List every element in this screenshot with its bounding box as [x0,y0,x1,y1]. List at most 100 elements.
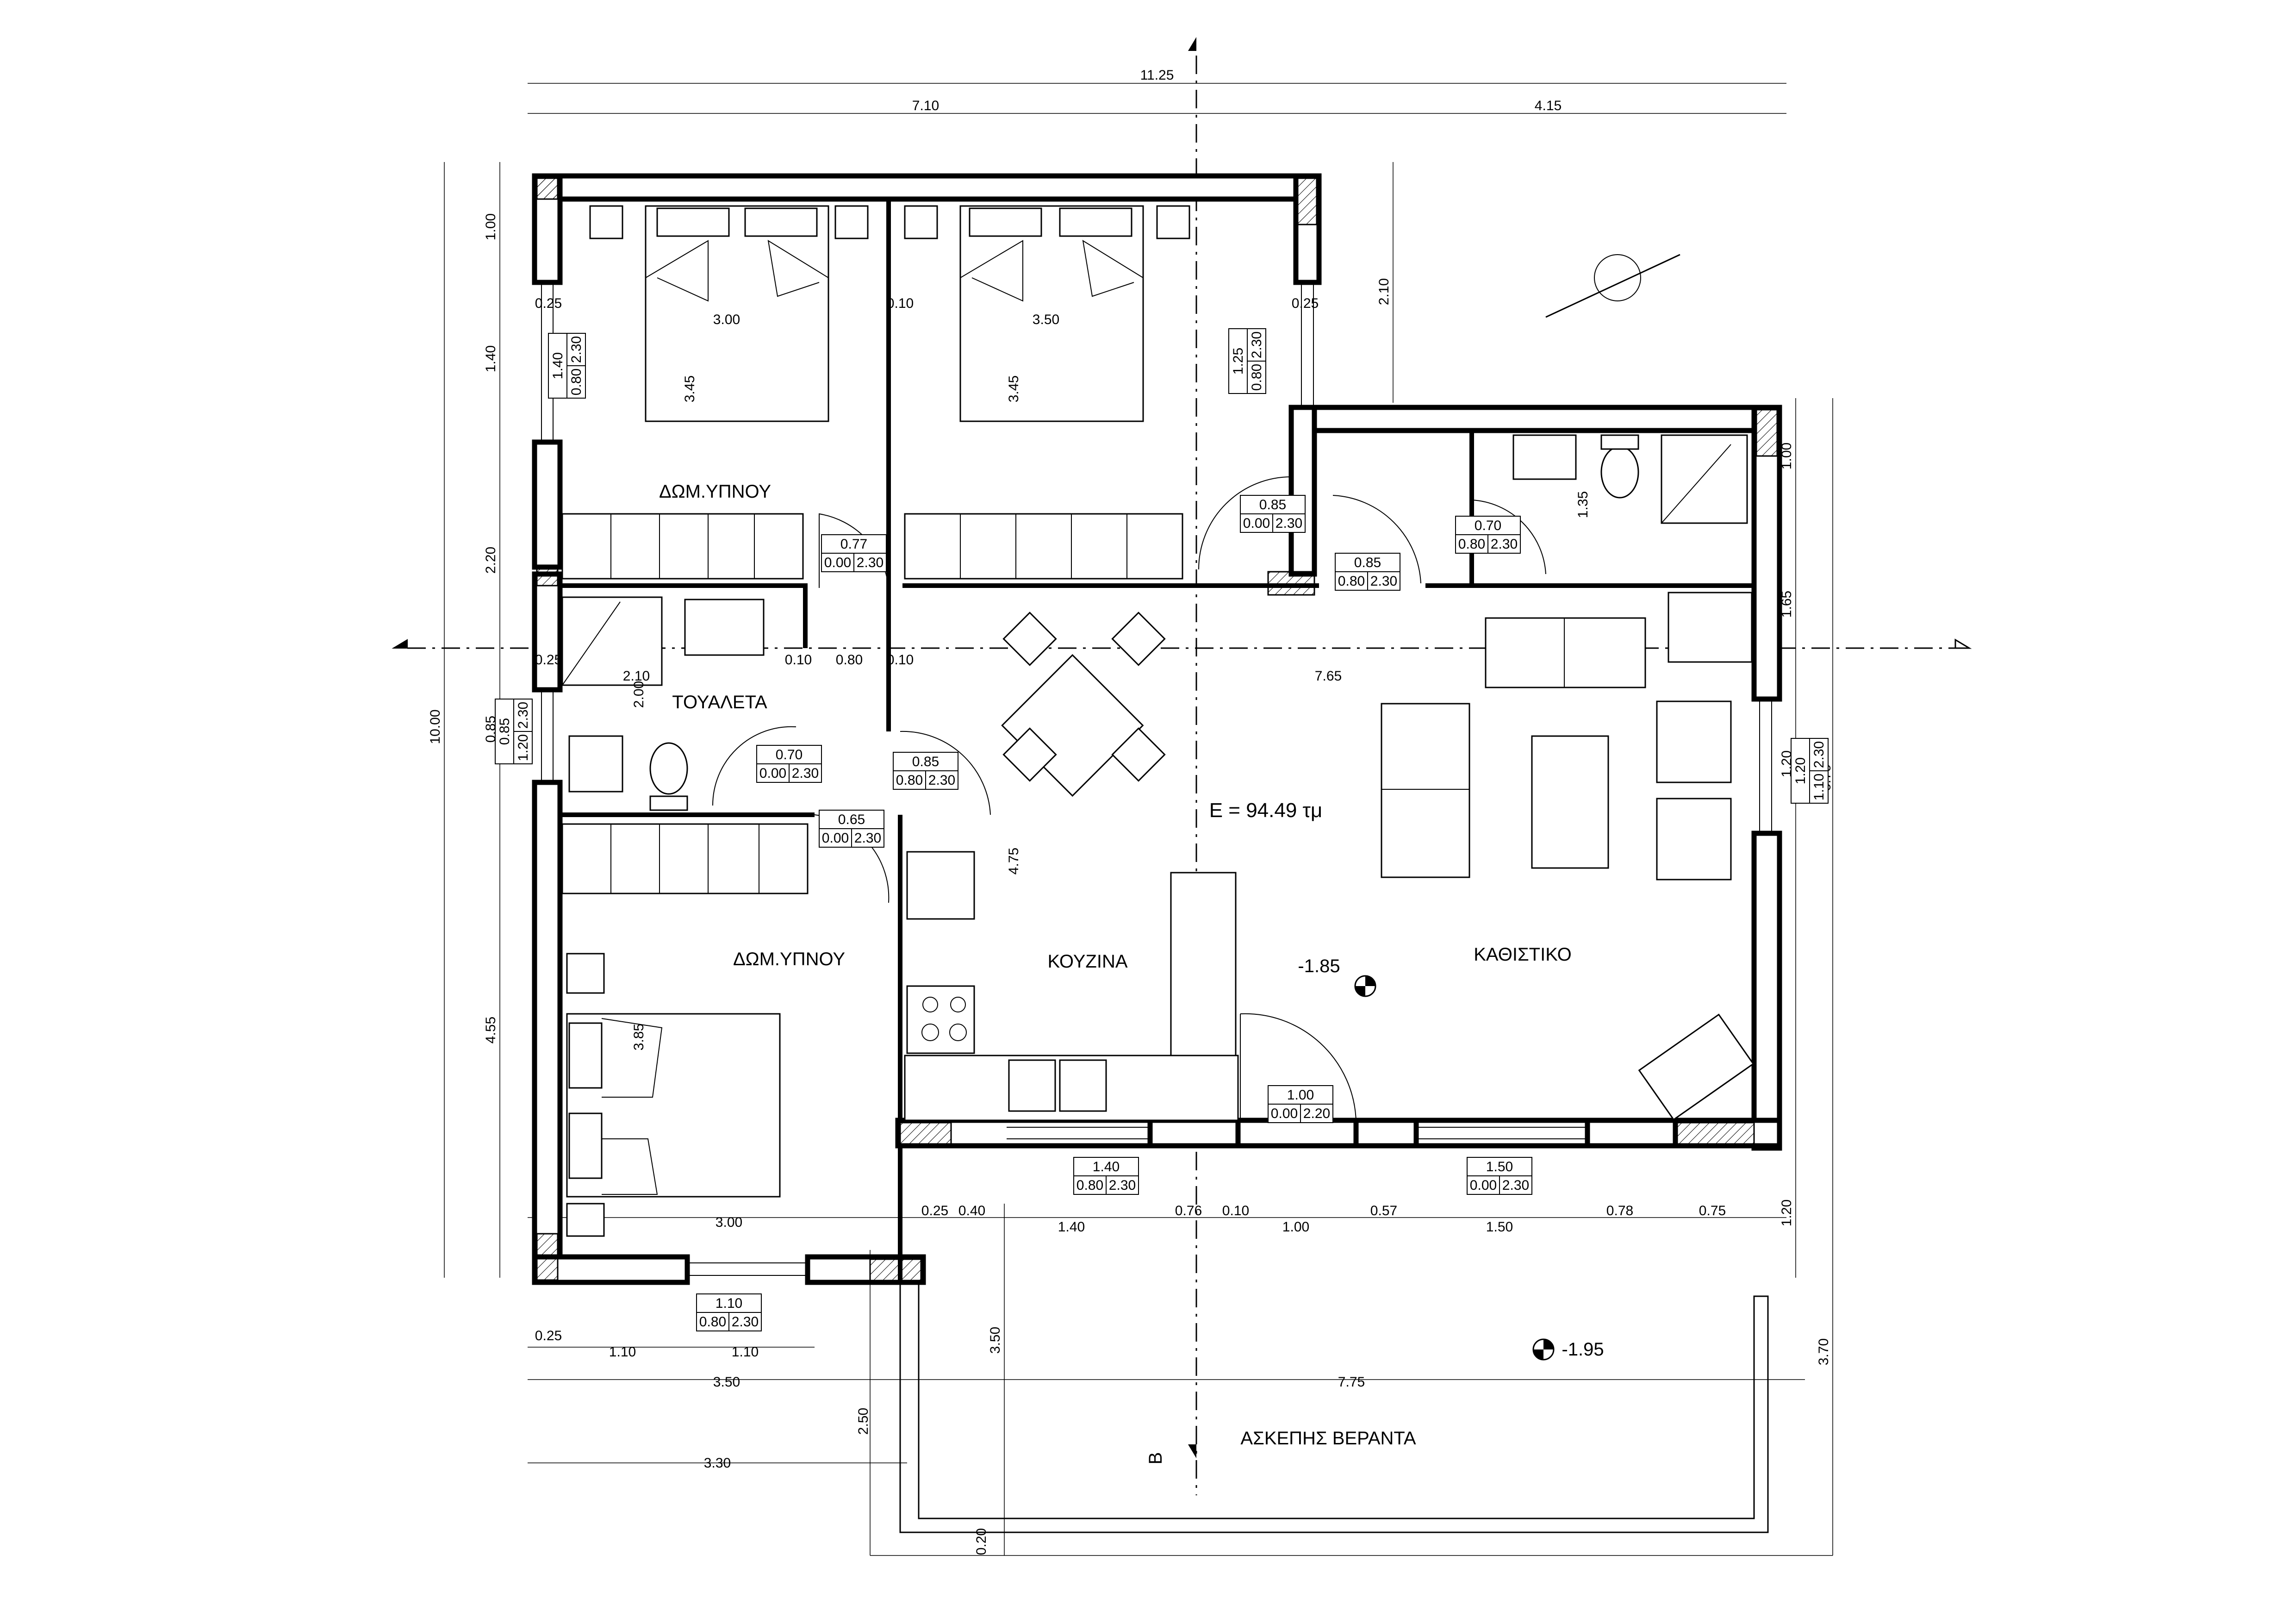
room-label-kitchen: ΚΟΥΖΙΝΑ [1047,951,1127,972]
dim-bl-3: 1.10 [732,1344,759,1360]
opening-height-label: 2.30 [569,336,584,363]
opening-sill-label: 0.80 [569,369,584,395]
dim-bed1-w: 3.00 [713,312,740,327]
level-markers [1354,975,1555,1361]
dim-bed2-w: 3.50 [1033,312,1059,327]
dim-bl-2: 1.10 [609,1344,636,1360]
north-arrow-icon [1594,254,1641,301]
opening-sill-label: 0.80 [1338,574,1365,589]
opening-height-label: 2.30 [854,831,881,846]
opening-width-label: 0.70 [1475,518,1501,533]
opening-sill-label: 0.00 [1243,516,1270,531]
columns [536,177,1778,1283]
opening-height-label: 2.30 [1249,331,1264,358]
opening-width-label: 1.25 [1231,348,1246,375]
opening-height-label: 2.30 [1109,1178,1136,1193]
dim-bottom-b: 0.40 [958,1203,985,1218]
dim-wall-top-left: 0.25 [535,296,562,311]
room-label-toilet: ΤΟΥΑΛΕΤΑ [672,692,767,712]
opening-height-label: 2.30 [1276,516,1302,531]
opening-sill-label: 1.10 [1811,774,1827,800]
dim-veranda-250: 2.50 [856,1408,871,1435]
dim-right-1: 2.10 [1376,278,1392,305]
dim-bottom-j: 0.75 [1699,1203,1726,1218]
dim-corr-010a: 0.10 [785,652,812,668]
opening-sill-label: 0.00 [1470,1178,1497,1193]
dim-bl-330: 3.30 [704,1455,731,1471]
opening-height-label: 2.20 [1303,1106,1330,1121]
dim-bed3-w: 3.00 [716,1215,742,1230]
dim-bottom-a: 0.25 [921,1203,948,1218]
dim-bottom-h: 1.50 [1486,1219,1513,1235]
opening-height-label: 2.30 [1370,574,1397,589]
opening-sill-label: 0.80 [1076,1178,1103,1193]
furniture [561,205,1755,1237]
dim-wall-top-mid: 0.10 [887,296,914,311]
dim-bed1-h: 3.45 [682,375,697,402]
section-arrow-right-icon [1954,638,1972,649]
opening-width-label: 0.65 [838,812,865,827]
opening-width-label: 1.40 [1093,1159,1120,1174]
dim-bl-total: 3.50 [713,1374,740,1390]
room-label-bedroom-top: ΔΩΜ.ΥΠΝΟΥ [659,481,771,502]
section-arrow-left-icon [392,639,408,649]
opening-height-label: 2.30 [1502,1178,1529,1193]
dim-top-total: 11.25 [1140,68,1174,83]
dim-veranda-w: 7.75 [1338,1374,1365,1390]
dim-top-left: 7.10 [912,98,939,113]
opening-width-label: 1.00 [1287,1087,1314,1103]
dim-toilet-w: 2.10 [623,668,650,684]
dim-veranda-020: 0.20 [974,1528,989,1555]
dimension-lines [444,83,1833,1556]
opening-sill-label: 0.80 [1458,537,1485,552]
dim-corr-010b: 0.10 [887,652,914,668]
dim-bed2-h: 3.45 [1006,375,1021,402]
dim-kitchen-h: 4.75 [1006,848,1021,874]
opening-width-label: 0.85 [1354,555,1381,570]
dim-left-2: 1.40 [483,345,498,372]
dim-wall-top-right: 0.25 [1292,296,1319,311]
veranda-outline [899,1282,1769,1533]
opening-height-label: 2.30 [792,766,819,781]
dim-living-w: 7.65 [1315,668,1342,684]
opening-height-label: 2.30 [516,702,531,729]
opening-tag: 0.85 0.80 2.30 [1335,553,1400,591]
opening-width-label: 0.85 [912,754,939,769]
section-arrow-bottom-icon [1188,1444,1196,1458]
area-label: E = 94.49 τμ [1209,799,1323,822]
opening-sill-label: 1.20 [516,734,531,761]
dim-bed3-h: 3.85 [631,1024,647,1050]
section-mark-label: B [1145,1452,1166,1465]
dim-wc2-h: 1.35 [1575,491,1591,518]
room-label-bedroom-bottom: ΔΩΜ.ΥΠΝΟΥ [733,949,845,969]
opening-sill-label: 0.00 [822,831,849,846]
dim-bottom-i: 0.78 [1606,1203,1633,1218]
opening-height-label: 2.30 [857,555,884,570]
dim-bottom-e: 0.10 [1222,1203,1249,1218]
dim-veranda-h: 3.50 [988,1327,1003,1354]
level-label-interior: -1.85 [1298,956,1340,976]
dim-corr-080: 0.80 [836,652,863,668]
opening-height-label: 2.30 [1811,741,1827,768]
dim-left-1: 1.00 [483,213,498,240]
dimension-texts: 11.25 7.10 4.15 10.00 1.00 1.40 2.20 0.8… [428,68,1834,1555]
dim-left-5: 4.55 [483,1017,498,1043]
opening-width-label: 1.10 [716,1296,742,1311]
dim-right-5: 1.20 [1779,1199,1794,1226]
dim-bottom-f: 1.00 [1282,1219,1309,1235]
opening-tag: 1.40 0.80 2.30 [1073,1157,1139,1195]
dim-right-veranda: 3.70 [1816,1338,1831,1365]
opening-sill-label: 0.00 [759,766,786,781]
opening-width-label: 1.50 [1486,1159,1513,1174]
dim-toilet-h: 2.00 [631,681,647,708]
dim-bl-1: 0.25 [535,1328,562,1343]
opening-height-label: 2.30 [732,1314,759,1330]
opening-tag: 1.400.802.30 [548,333,586,399]
opening-sill-label: 0.80 [896,773,923,788]
